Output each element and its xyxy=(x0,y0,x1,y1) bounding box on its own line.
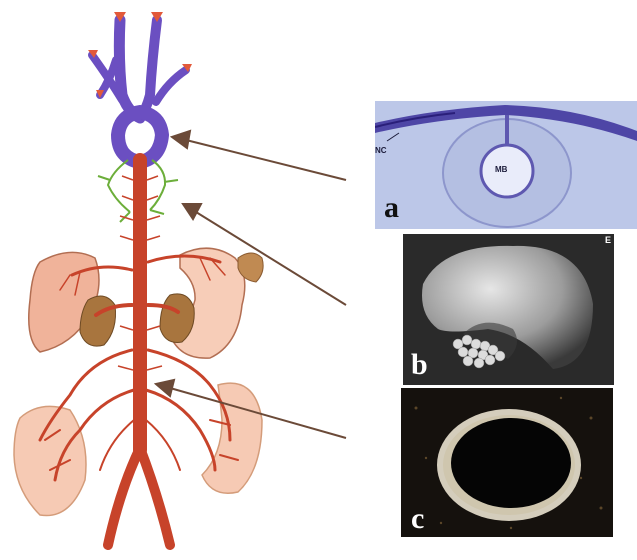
panel-c-letter: c xyxy=(411,504,424,534)
panel-a-histology: NC MB a xyxy=(375,101,637,229)
label-mb: MB xyxy=(495,165,507,174)
panel-c-darkfield: c xyxy=(401,388,613,537)
label-nc: NC xyxy=(375,146,387,155)
label-e: E xyxy=(605,235,611,245)
arrow-to-arch xyxy=(186,140,346,180)
panel-b-sem: E b xyxy=(403,234,614,385)
arrow-to-arch-head xyxy=(172,131,190,148)
arrow-to-ganglia-head xyxy=(183,204,201,219)
arch-lumen xyxy=(130,125,150,149)
panel-b-letter: b xyxy=(411,350,428,380)
panel-a-letter: a xyxy=(384,193,399,223)
panel-b-image xyxy=(403,234,614,385)
panel-c-image xyxy=(401,388,613,537)
